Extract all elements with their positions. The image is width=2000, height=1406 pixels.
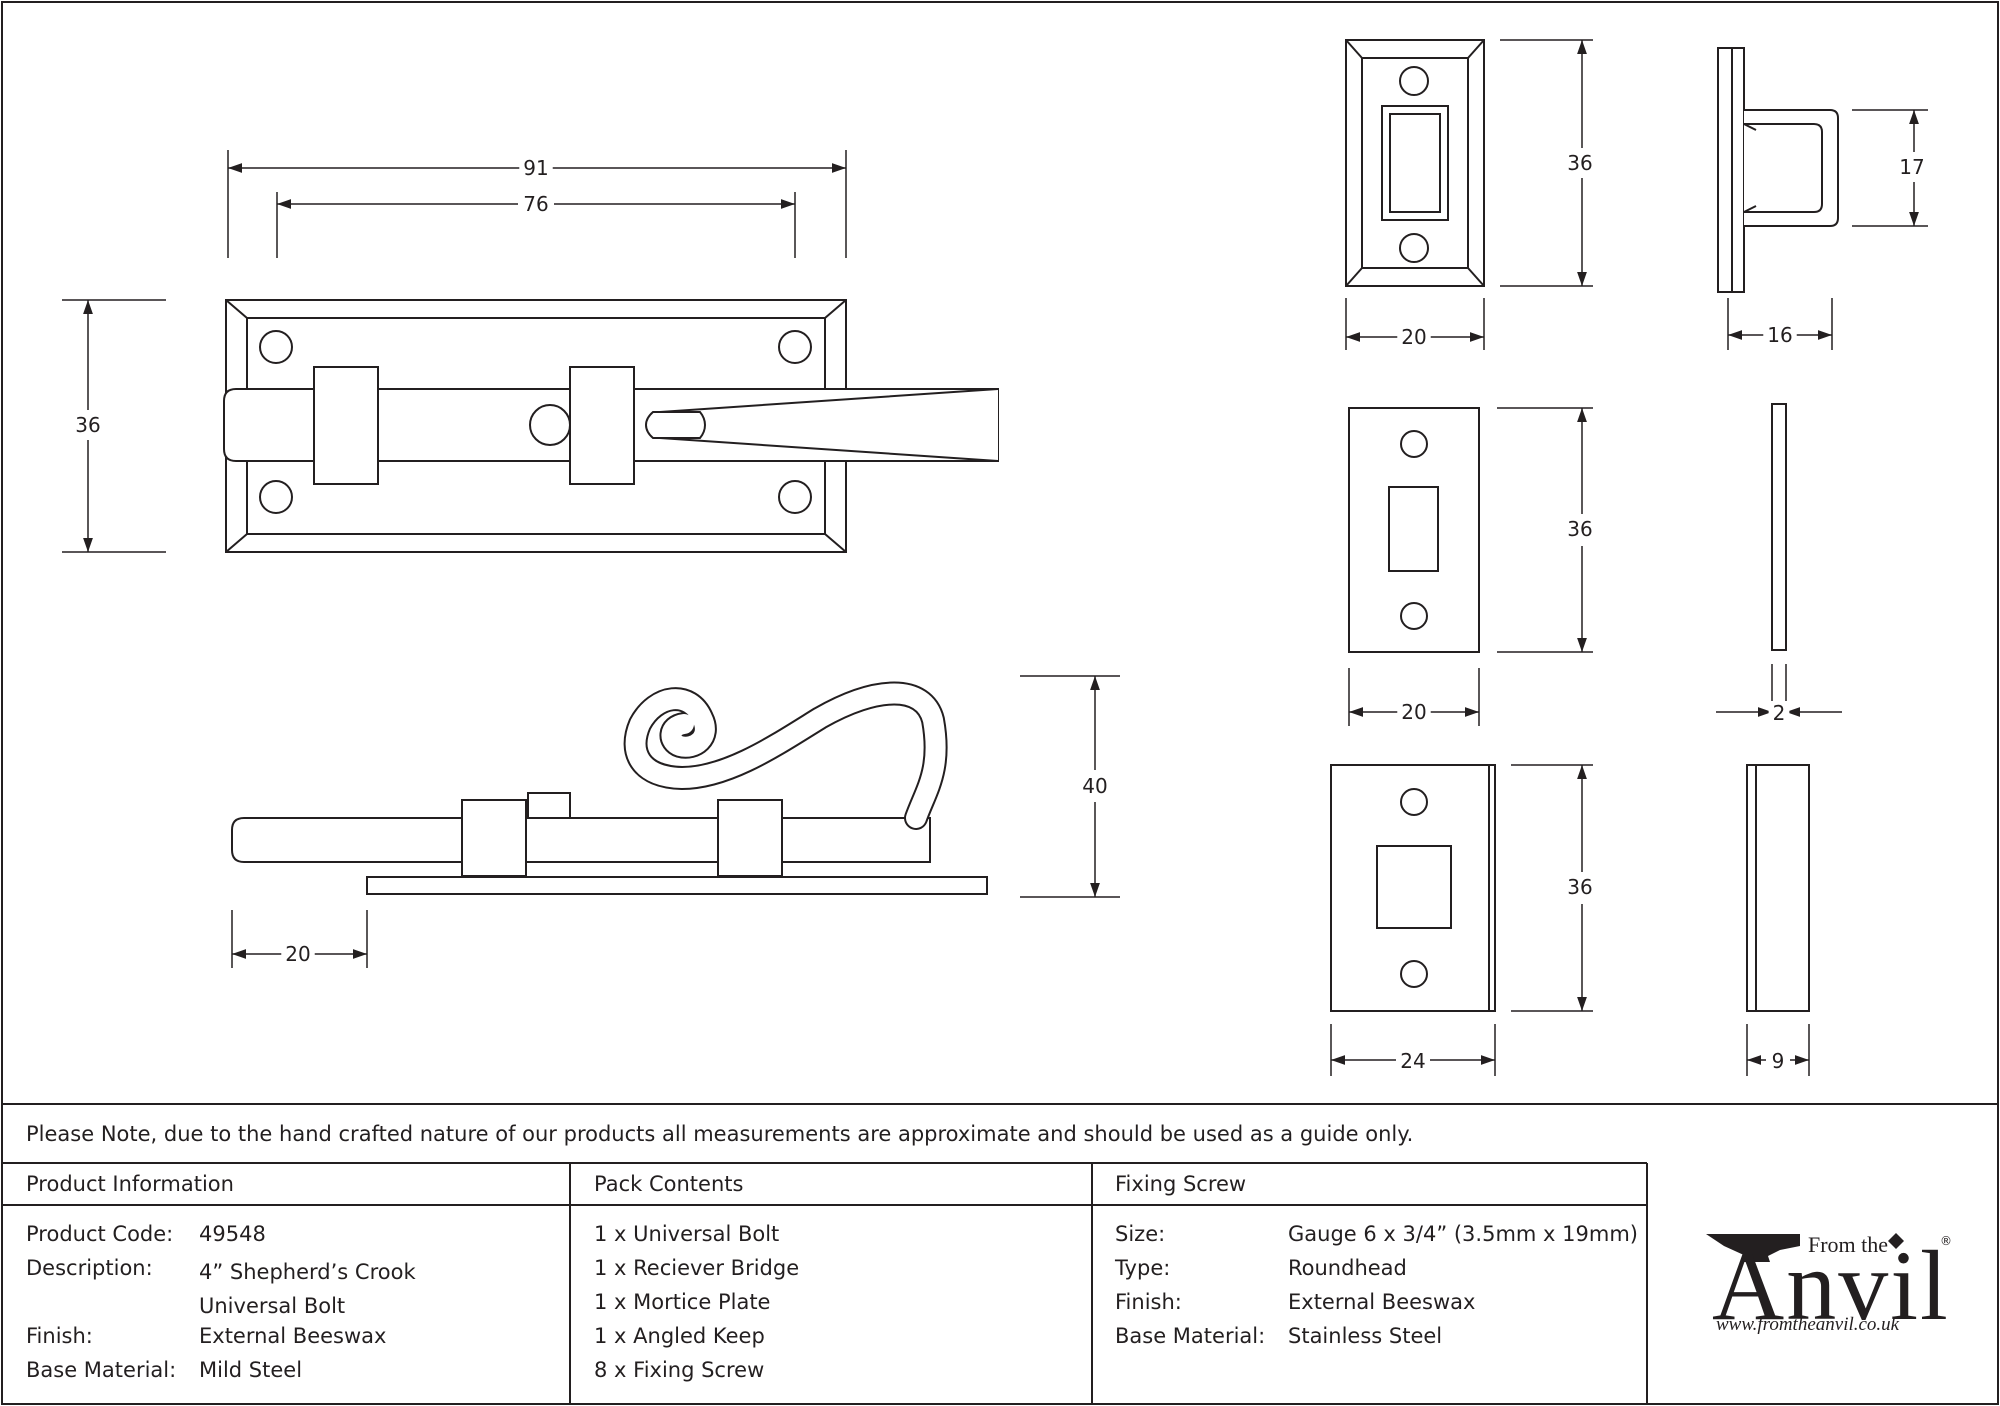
dimension-label-mask (1563, 517, 1597, 541)
dim-hole-spacing: 76 (523, 192, 548, 216)
dim-keep-width: 20 (1401, 325, 1426, 349)
dim-bridge-thickness: 2 (1773, 701, 1786, 725)
dimension-label-mask (1767, 1049, 1789, 1073)
dimension-label-mask (519, 156, 553, 180)
dimension-label-mask (1397, 325, 1431, 349)
dim-mortice-depth: 9 (1772, 1049, 1785, 1073)
dimension-label-mask (519, 192, 553, 216)
dim-bridge-height: 36 (1567, 517, 1592, 541)
dimension-label-mask (1768, 701, 1790, 725)
dim-mortice-height: 36 (1567, 875, 1592, 899)
angled-keep-side-view (1717, 47, 1839, 293)
angled-keep-front-view (1345, 39, 1485, 287)
receiver-bridge-views (1348, 403, 1787, 653)
dim-mortice-width: 24 (1400, 1049, 1425, 1073)
dimension-label-mask (71, 413, 105, 437)
dimension-lines (62, 39, 1928, 1076)
dim-bridge-width: 20 (1401, 700, 1426, 724)
dim-side-height: 40 (1082, 774, 1107, 798)
dimension-labels: 91 76 36 40 20 36 20 17 16 36 20 2 36 24… (71, 151, 1929, 1073)
dim-bolt-projection: 20 (285, 942, 310, 966)
dimension-label-mask (1563, 875, 1597, 899)
bolt-side-view (231, 681, 988, 895)
dimension-label-mask (1078, 774, 1112, 798)
dimension-label-mask (1895, 155, 1929, 179)
dimension-label-mask (1397, 700, 1431, 724)
dimension-label-mask (1563, 151, 1597, 175)
dim-keep-height: 36 (1567, 151, 1592, 175)
anvil-icon (1706, 1233, 1904, 1262)
dim-keep-bracket-depth: 16 (1767, 323, 1792, 347)
dim-keep-bracket-height: 17 (1899, 155, 1924, 179)
dimension-label-mask (1396, 1049, 1430, 1073)
bolt-front-view (223, 299, 999, 553)
dim-plate-height: 36 (75, 413, 100, 437)
mortice-plate-views (1330, 764, 1810, 1012)
dim-plate-length: 91 (523, 156, 548, 180)
dimension-label-mask (281, 942, 315, 966)
dimension-label-mask (1763, 323, 1797, 347)
